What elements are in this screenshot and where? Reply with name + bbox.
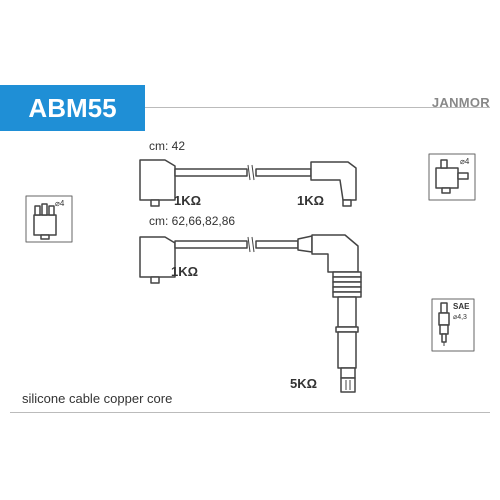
cable-description: silicone cable copper core	[22, 391, 173, 406]
footer-divider	[10, 412, 490, 413]
header-divider	[145, 107, 490, 108]
resistance-label-d: 5KΩ	[290, 376, 318, 391]
spark-plug-sae: SAE	[453, 302, 470, 311]
resistance-label-a: 1KΩ	[174, 193, 202, 208]
length-label-top: cm: 42	[149, 139, 186, 153]
distributor-cap-left-icon	[25, 195, 73, 243]
bottom-cable-left-boot	[139, 236, 176, 284]
bottom-cable-wire	[174, 235, 313, 253]
brand-name: JANMOR	[431, 95, 490, 110]
spark-plug-size: ⌀4,3	[453, 314, 467, 321]
top-cable-wire	[174, 164, 312, 181]
length-label-bottom: cm: 62,66,82,86	[149, 214, 236, 228]
top-cable-left-boot	[139, 159, 176, 207]
distributor-cap-right-icon	[428, 153, 476, 201]
distributor-left-size: ⌀4	[55, 199, 65, 208]
product-code-badge: ABM55	[0, 85, 145, 131]
resistance-label-b: 1KΩ	[297, 193, 325, 208]
distributor-right-size: ⌀4	[460, 157, 470, 166]
top-cable-right-boot	[310, 161, 357, 207]
resistance-label-c: 1KΩ	[171, 264, 199, 279]
product-code: ABM55	[28, 92, 117, 123]
spark-plug-icon	[431, 298, 475, 352]
long-spark-boot	[311, 234, 362, 393]
